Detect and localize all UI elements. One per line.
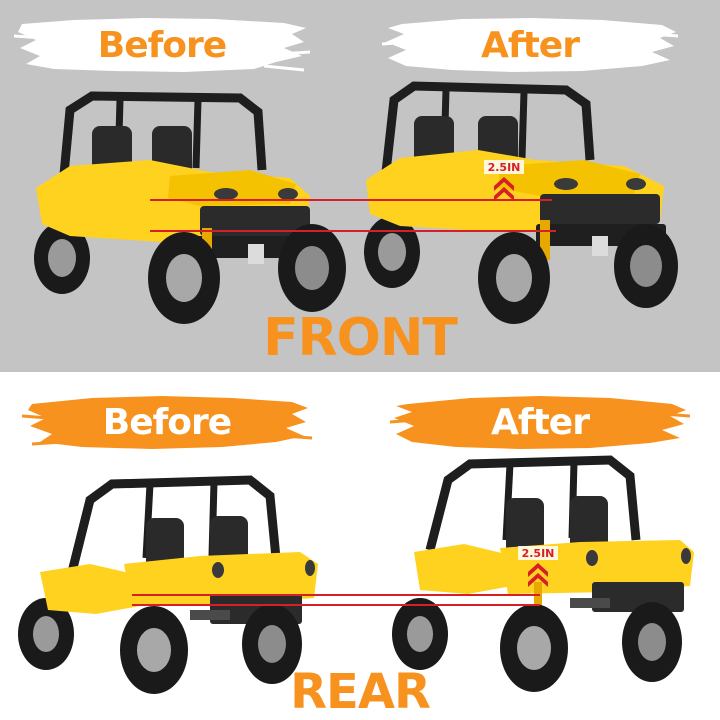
before-banner-front: Before <box>14 14 310 76</box>
front-comparison-panel: Before After <box>0 0 720 372</box>
utv-front-after <box>364 81 678 324</box>
lift-indicator-front: 2.5IN <box>484 160 524 201</box>
lift-label-front: 2.5IN <box>488 161 521 174</box>
after-label-front: After <box>481 24 580 66</box>
chevron-up-icon <box>494 187 514 201</box>
before-label-front: Before <box>97 24 227 66</box>
after-label-rear: After <box>491 401 590 443</box>
rear-title: REAR <box>290 664 431 720</box>
utv-front-before <box>34 91 346 324</box>
rear-vehicles-illustration: 2.5IN <box>18 455 694 694</box>
after-banner-rear: After <box>390 392 690 452</box>
after-banner-front: After <box>382 14 678 76</box>
front-vehicles-illustration: 2.5IN <box>34 81 678 324</box>
rear-comparison-panel: Before After <box>0 372 720 720</box>
chevron-up-icon <box>528 573 548 587</box>
chevron-up-icon <box>528 563 548 577</box>
chevron-up-icon <box>494 177 514 191</box>
front-title: FRONT <box>263 308 458 368</box>
utv-rear-after <box>392 455 694 692</box>
lift-label-rear: 2.5IN <box>522 547 555 560</box>
before-banner-rear: Before <box>22 392 312 452</box>
before-label-rear: Before <box>102 401 232 443</box>
utv-rear-before <box>18 475 318 694</box>
lift-indicator-rear: 2.5IN <box>518 546 558 587</box>
